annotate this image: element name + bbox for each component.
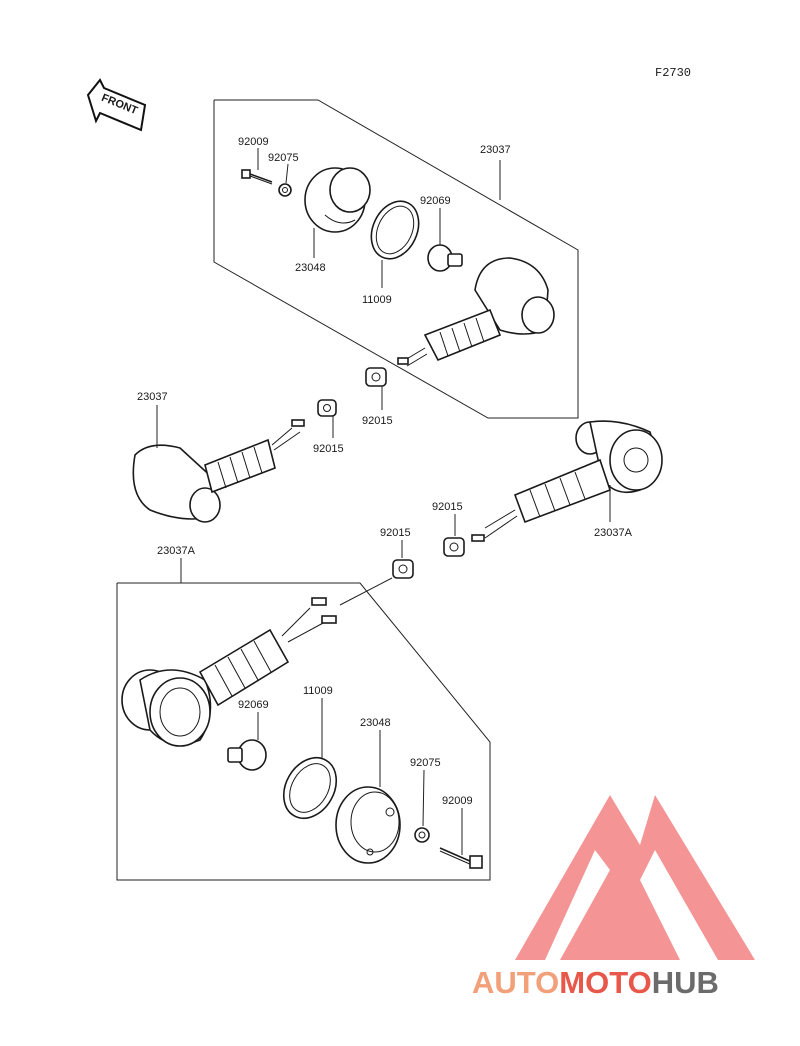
turn-signal-upper-icon [397, 257, 555, 367]
washer-icon [278, 183, 292, 197]
lens-cover-icon [304, 167, 371, 233]
label-left-92015: 92015 [313, 443, 344, 455]
label-lower-23048: 23048 [360, 717, 391, 729]
label-lower-92075: 92075 [410, 757, 441, 769]
turn-signal-lower-icon [121, 597, 337, 747]
washer-icon [414, 827, 430, 843]
nut-icon [365, 367, 387, 387]
nut-icon [443, 537, 465, 557]
watermark-text: AUTOMOTOHUB [472, 965, 719, 1000]
figure-code: F2730 [655, 66, 691, 80]
gasket-icon [282, 757, 338, 819]
front-arrow-icon: FRONT [86, 78, 147, 132]
label-upper-92009: 92009 [238, 136, 269, 148]
turn-signal-right-icon [471, 420, 663, 542]
label-left-23037: 23037 [137, 391, 168, 403]
label-lower-92015: 92015 [380, 527, 411, 539]
label-upper-23048: 23048 [295, 262, 326, 274]
lens-cover-icon [335, 786, 401, 864]
nut-icon [317, 399, 337, 417]
bolt-icon [241, 169, 273, 185]
bulb-icon [227, 739, 267, 771]
label-lower-92009: 92009 [442, 795, 473, 807]
label-lower-11009: 11009 [303, 685, 333, 697]
upper-assembly-outline [213, 99, 579, 419]
label-right-92015: 92015 [432, 501, 463, 513]
bulb-icon [427, 244, 463, 272]
label-upper-11009: 11009 [362, 294, 392, 306]
lower-assembly-outline [116, 582, 491, 881]
watermark-logo-icon [515, 795, 755, 960]
label-upper-92015: 92015 [362, 415, 393, 427]
turn-signal-left-icon [132, 419, 305, 523]
label-lower-92069: 92069 [238, 699, 269, 711]
label-upper-23037: 23037 [480, 144, 511, 156]
label-lower-23037A: 23037A [157, 545, 196, 557]
bolt-icon [439, 847, 483, 869]
nut-icon [392, 559, 414, 579]
label-upper-92069: 92069 [420, 195, 451, 207]
label-upper-92075: 92075 [268, 152, 299, 164]
gasket-icon [370, 200, 420, 260]
label-right-23037A: 23037A [594, 527, 633, 539]
